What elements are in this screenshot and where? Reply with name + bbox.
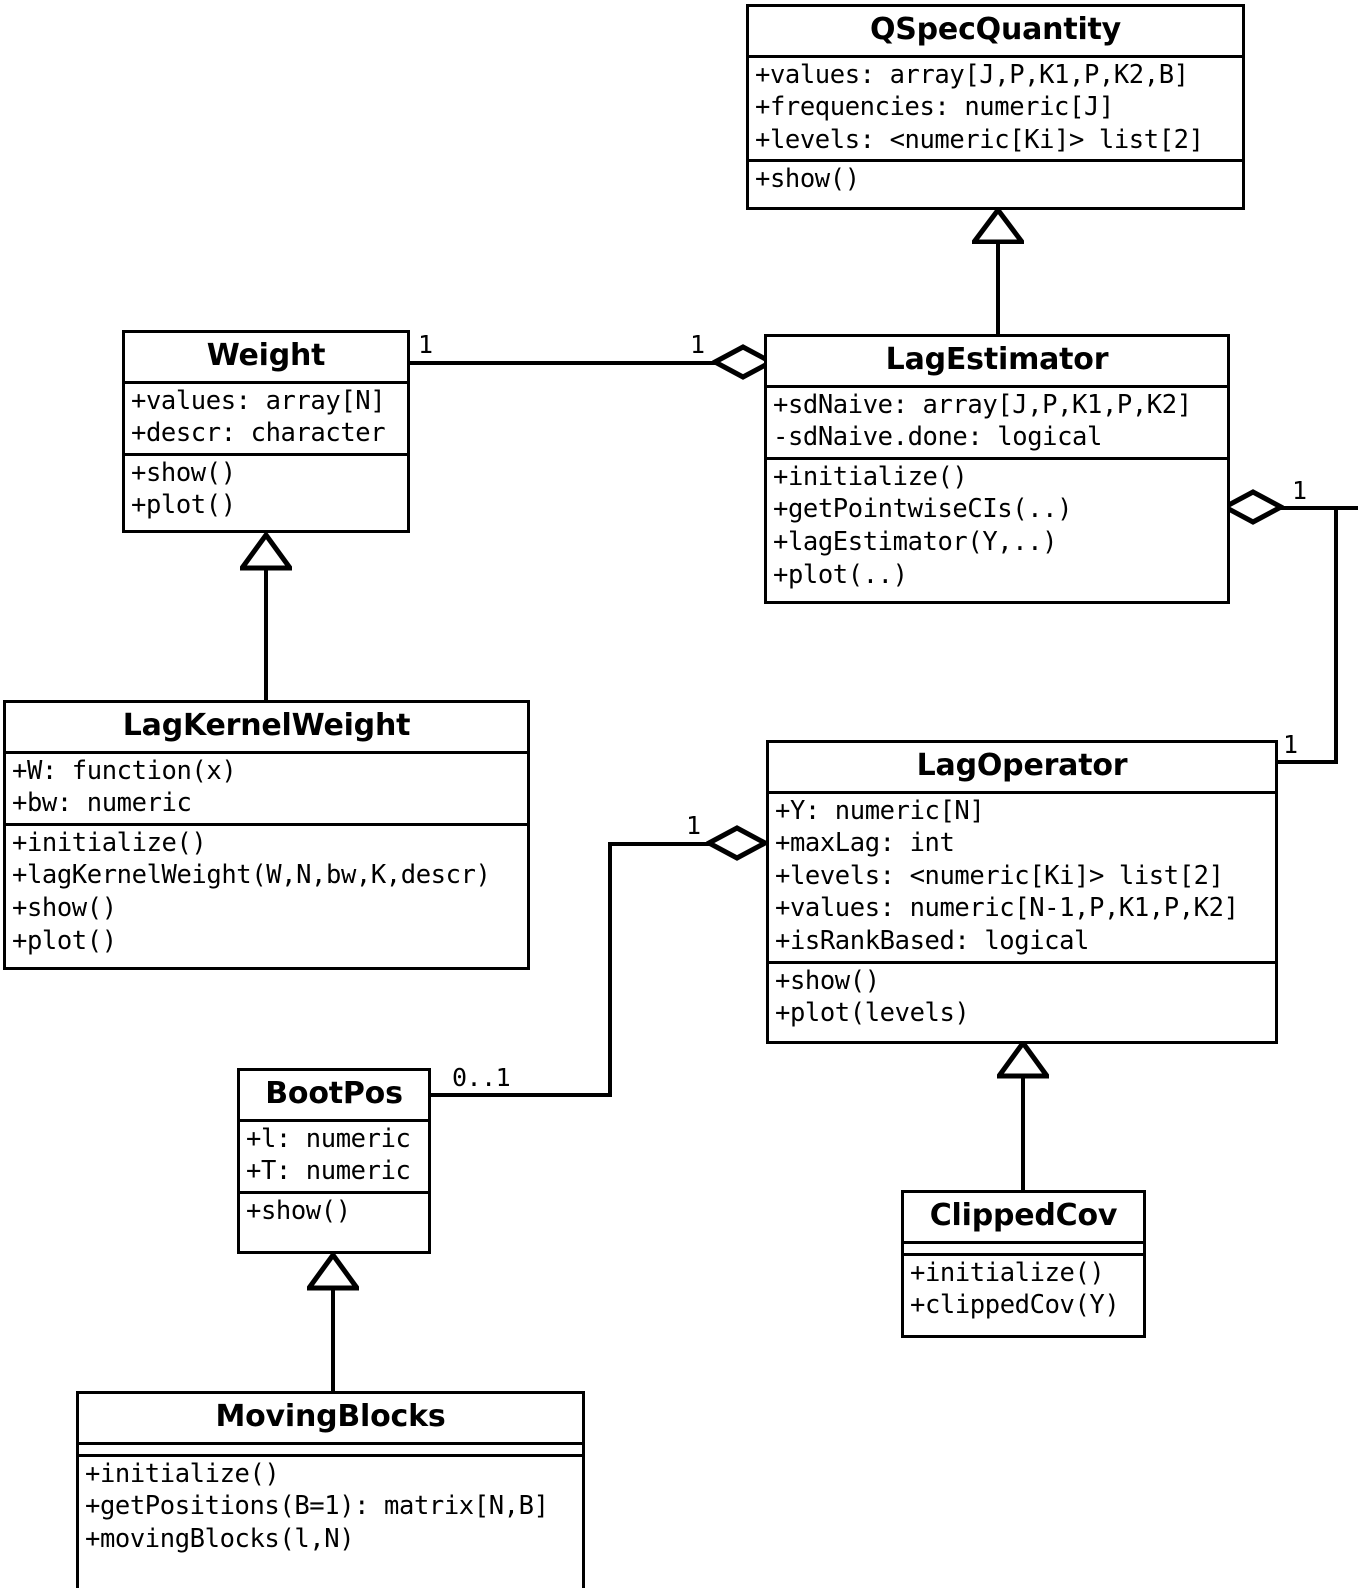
- attributes-compartment-lagestimator: +sdNaive: array[J,P,K1,P,K2] -sdNaive.do…: [767, 384, 1227, 457]
- class-name-bootpos: BootPos: [265, 1076, 403, 1111]
- aggregation-diamond-lagestimator-lagoperator: [1222, 489, 1284, 525]
- method-row: +show(): [12, 893, 117, 924]
- method-row: +lagKernelWeight(W,N,bw,K,descr): [12, 860, 491, 891]
- class-name-lagestimator: LagEstimator: [885, 342, 1109, 377]
- edge-bootpos-right-stub: [430, 1093, 612, 1097]
- method-row: +lagEstimator(Y,..): [773, 527, 1058, 558]
- methods-compartment-lagoperator: +show() +plot(levels): [769, 960, 1275, 1033]
- multiplicity-lagestimator-right: 1: [1292, 476, 1307, 505]
- multiplicity-lagoperator-right: 1: [1283, 730, 1298, 759]
- method-row: +plot(..): [773, 559, 908, 590]
- edge-into-lagoperator-left: [608, 842, 722, 846]
- method-row: +show(): [775, 965, 880, 996]
- edge-lagestimator-to-qspecquantity: [996, 238, 1000, 336]
- class-name-weight: Weight: [206, 338, 326, 373]
- class-box-clippedcov[interactable]: ClippedCov +initialize() +clippedCov(Y): [901, 1190, 1146, 1338]
- attribute-row: +l: numeric: [246, 1123, 411, 1154]
- method-row: +show(): [755, 164, 860, 195]
- methods-compartment-movingblocks: +initialize() +getPositions(B=1): matrix…: [79, 1453, 582, 1559]
- aggregation-diamond-lagoperator-bootpos: [706, 825, 768, 861]
- method-row: +plot(): [12, 925, 117, 956]
- attribute-row: +sdNaive: array[J,P,K1,P,K2]: [773, 389, 1192, 420]
- edge-into-lagoperator-right: [1276, 760, 1338, 764]
- attributes-compartment-bootpos: +l: numeric +T: numeric: [240, 1118, 428, 1191]
- attribute-row: -sdNaive.done: logical: [773, 422, 1102, 453]
- method-row: +show(): [246, 1195, 351, 1226]
- attribute-row: +values: numeric[N-1,P,K1,P,K2]: [775, 893, 1239, 924]
- attribute-row: +bw: numeric: [12, 788, 192, 819]
- attributes-compartment-movingblocks: [79, 1441, 582, 1454]
- class-name-lagoperator: LagOperator: [916, 748, 1128, 783]
- multiplicity-bootpos-right: 0..1: [452, 1063, 511, 1092]
- methods-compartment-bootpos: +show(): [240, 1190, 428, 1231]
- class-name-lagkernelweight: LagKernelWeight: [122, 708, 411, 743]
- method-row: +plot(): [131, 490, 236, 521]
- class-box-bootpos[interactable]: BootPos +l: numeric +T: numeric +show(): [237, 1068, 431, 1254]
- methods-compartment-clippedcov: +initialize() +clippedCov(Y): [904, 1252, 1143, 1325]
- class-box-qspecquantity[interactable]: QSpecQuantity +values: array[J,P,K1,P,K2…: [746, 4, 1245, 210]
- attribute-row: +maxLag: int: [775, 828, 955, 859]
- edge-lagestimator-right-stub: [1262, 506, 1358, 510]
- attribute-row: +T: numeric: [246, 1156, 411, 1187]
- attribute-row: +levels: <numeric[Ki]> list[2]: [775, 860, 1224, 891]
- method-row: +initialize(): [12, 827, 207, 858]
- attributes-compartment-weight: +values: array[N] +descr: character: [125, 380, 407, 453]
- class-name-movingblocks: MovingBlocks: [215, 1399, 446, 1434]
- class-box-weight[interactable]: Weight +values: array[N] +descr: charact…: [122, 330, 410, 533]
- method-row: +initialize(): [85, 1458, 280, 1489]
- method-row: +plot(levels): [775, 998, 970, 1029]
- attribute-row: +W: function(x): [12, 755, 237, 786]
- class-box-movingblocks[interactable]: MovingBlocks +initialize() +getPositions…: [76, 1391, 585, 1588]
- multiplicity-weight-right: 1: [418, 330, 433, 359]
- methods-compartment-lagestimator: +initialize() +getPointwiseCIs(..) +lagE…: [767, 456, 1227, 595]
- edge-weight-to-lagestimator: [410, 361, 762, 365]
- edge-lagkernelweight-to-weight: [264, 565, 268, 705]
- method-row: +movingBlocks(l,N): [85, 1523, 355, 1554]
- attribute-row: +isRankBased: logical: [775, 926, 1089, 957]
- method-row: +initialize(): [773, 461, 968, 492]
- method-row: +clippedCov(Y): [910, 1290, 1120, 1321]
- generalization-arrow-bootpos: [307, 1253, 359, 1291]
- method-row: +show(): [131, 457, 236, 488]
- multiplicity-lagoperator-left: 1: [686, 811, 701, 840]
- edge-bootpos-to-lagoperator-vertical: [608, 842, 612, 1097]
- methods-compartment-weight: +show() +plot(): [125, 452, 407, 525]
- attributes-compartment-lagoperator: +Y: numeric[N] +maxLag: int +levels: <nu…: [769, 790, 1275, 961]
- class-name-qspecquantity: QSpecQuantity: [869, 12, 1122, 47]
- class-box-lagoperator[interactable]: LagOperator +Y: numeric[N] +maxLag: int …: [766, 740, 1278, 1044]
- methods-compartment-lagkernelweight: +initialize() +lagKernelWeight(W,N,bw,K,…: [6, 822, 527, 961]
- methods-compartment-qspecquantity: +show(): [749, 159, 1242, 199]
- attributes-compartment-qspecquantity: +values: array[J,P,K1,P,K2,B] +frequenci…: [749, 54, 1242, 160]
- generalization-arrow-weight: [240, 533, 292, 571]
- generalization-arrow-lagoperator: [997, 1041, 1049, 1079]
- generalization-arrow-qspecquantity: [972, 208, 1024, 244]
- edge-movingblocks-to-bootpos: [331, 1285, 335, 1395]
- multiplicity-lagestimator-left: 1: [690, 330, 705, 359]
- attribute-row: +frequencies: numeric[J]: [755, 92, 1114, 123]
- attribute-row: +descr: character: [131, 418, 386, 449]
- edge-lagestimator-to-lagoperator-vertical: [1334, 506, 1338, 764]
- attributes-compartment-clippedcov: [904, 1240, 1143, 1253]
- class-box-lagestimator[interactable]: LagEstimator +sdNaive: array[J,P,K1,P,K2…: [764, 334, 1230, 604]
- method-row: +initialize(): [910, 1257, 1105, 1288]
- method-row: +getPointwiseCIs(..): [773, 494, 1073, 525]
- method-row: +getPositions(B=1): matrix[N,B]: [85, 1491, 549, 1522]
- attribute-row: +values: array[J,P,K1,P,K2,B]: [755, 59, 1189, 90]
- attribute-row: +Y: numeric[N]: [775, 795, 985, 826]
- class-box-lagkernelweight[interactable]: LagKernelWeight +W: function(x) +bw: num…: [3, 700, 530, 970]
- edge-clippedcov-to-lagoperator: [1021, 1073, 1025, 1193]
- attribute-row: +levels: <numeric[Ki]> list[2]: [755, 124, 1204, 155]
- class-name-clippedcov: ClippedCov: [929, 1198, 1118, 1233]
- attributes-compartment-lagkernelweight: +W: function(x) +bw: numeric: [6, 750, 527, 823]
- attribute-row: +values: array[N]: [131, 385, 386, 416]
